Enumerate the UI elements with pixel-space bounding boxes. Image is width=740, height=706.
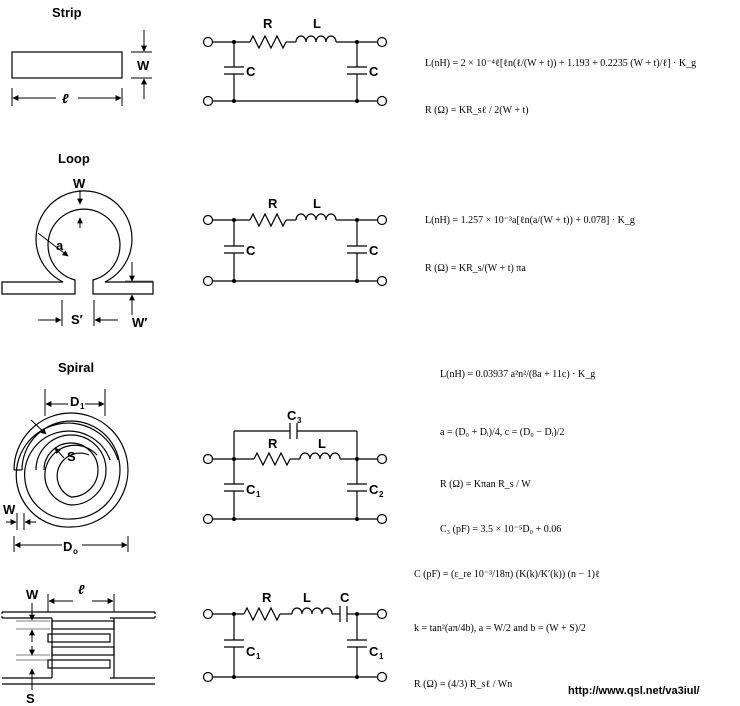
interdigital-r-label: R [262, 590, 272, 605]
loop-section: Loop W a W′ S′ [1, 151, 635, 330]
interdigital-c1b-label: C [369, 644, 379, 659]
strip-length-dimension: ℓ [11, 88, 123, 106]
terminal-icon [202, 95, 214, 107]
inductor-icon [295, 213, 337, 221]
strip-resistance-equation: R (Ω) = KR_sℓ / 2(W + t) [425, 105, 529, 116]
strip-length-label: ℓ [62, 91, 69, 106]
strip-w-label: W [137, 58, 150, 73]
interdigital-resistance-equation: R (Ω) = (4/3) R_sℓ / Wn [414, 679, 512, 690]
strip-circuit [202, 34, 388, 107]
spiral-d1-sub: 1 [80, 402, 85, 411]
inductor-icon [295, 35, 337, 43]
strip-c-left-label: C [246, 64, 256, 79]
strip-title: Strip [52, 5, 82, 20]
spiral-circuit [202, 423, 388, 525]
interdigital-capacitance-equation: C (pF) = (ε_re 10⁻³/18π) (K(k)/K′(k)) (n… [414, 569, 600, 580]
spiral-c3-equation: C₃ (pF) = 3.5 × 10⁻⁵D₀ + 0.06 [440, 524, 561, 535]
terminal-icon [202, 513, 214, 525]
interdigital-section: ℓ W S [1, 569, 600, 706]
terminal-icon [202, 671, 214, 683]
terminal-icon [376, 671, 388, 683]
spiral-c1-sub: 1 [256, 490, 261, 499]
interdigital-length-label: ℓ [78, 582, 85, 597]
interdigital-c1b-sub: 1 [379, 652, 384, 661]
spiral-d0-label: D [63, 539, 72, 554]
spiral-r-label: R [268, 436, 278, 451]
loop-s-prime-label: S′ [71, 312, 83, 327]
spiral-section: Spiral D 1 S W D o [3, 360, 595, 556]
loop-title: Loop [58, 151, 90, 166]
spiral-c1-label: C [246, 482, 256, 497]
inductor-icon [299, 452, 341, 460]
strip-section: Strip W ℓ [11, 5, 696, 116]
interdigital-c1a-label: C [246, 644, 256, 659]
strip-l-label: L [313, 16, 321, 31]
source-url: http://www.qsl.net/va3iul/ [568, 685, 700, 697]
loop-inductance-equation: L(nH) = 1.257 × 10⁻³a[ℓn(a/(W + t)) + 0.… [425, 215, 635, 226]
inductor-icon [291, 607, 333, 615]
strip-c-right-label: C [369, 64, 379, 79]
terminal-icon [376, 513, 388, 525]
strip-shape [11, 51, 123, 79]
spiral-title: Spiral [58, 360, 94, 375]
terminal-icon [202, 275, 214, 287]
terminal-icon [376, 95, 388, 107]
interdigital-c-label: C [340, 590, 350, 605]
spiral-l-label: L [318, 436, 326, 451]
interdigital-k-equation: k = tan²(aπ/4b), a = W/2 and b = (W + S)… [414, 623, 586, 634]
strip-w-dimension: W [131, 30, 152, 99]
spiral-c3-sub: 3 [297, 416, 302, 425]
interdigital-circuit [202, 606, 388, 683]
spiral-inductance-equation: L(nH) = 0.03937 a²n²/(8a + 11c) · K_g [440, 369, 595, 380]
loop-c-right-label: C [369, 243, 379, 258]
spiral-c3-label: C [287, 408, 297, 423]
interdigital-s-label: S [26, 691, 35, 706]
loop-w-label: W [73, 176, 86, 191]
interdigital-shape [1, 611, 156, 685]
loop-c-left-label: C [246, 243, 256, 258]
spiral-d0-sub: o [73, 547, 78, 556]
interdigital-l-label: L [303, 590, 311, 605]
resistor-icon [249, 34, 287, 50]
interdigital-c1a-sub: 1 [256, 652, 261, 661]
interdigital-w-label: W [26, 587, 39, 602]
terminal-icon [376, 608, 388, 620]
spiral-s-label: S [67, 449, 76, 464]
spiral-d1-label: D [70, 394, 79, 409]
terminal-icon [376, 214, 388, 226]
terminal-icon [376, 36, 388, 48]
spiral-ac-equation: a = (D₀ + Dᵢ)/4, c = (D₀ − Dᵢ)/2 [440, 427, 564, 438]
loop-shape [1, 190, 154, 295]
loop-resistance-equation: R (Ω) = KR_s/(W + t) πa [425, 263, 526, 274]
loop-a-label: a [56, 238, 64, 253]
strip-inductance-equation: L(nH) = 2 × 10⁻⁴ℓ[ℓn(ℓ/(W + t)) + 1.193 … [425, 58, 696, 69]
terminal-icon [202, 36, 214, 48]
loop-r-label: R [268, 196, 278, 211]
terminal-icon [202, 453, 214, 465]
resistor-icon [249, 212, 287, 228]
terminal-icon [376, 275, 388, 287]
spiral-c2-label: C [369, 482, 379, 497]
spiral-resistance-equation: R (Ω) = Kπan R_s / W [440, 479, 531, 490]
terminal-icon [202, 608, 214, 620]
loop-circuit [202, 212, 388, 287]
spiral-c2-sub: 2 [379, 490, 384, 499]
resistor-icon [253, 451, 291, 467]
spiral-w-label: W [3, 502, 16, 517]
terminal-icon [376, 453, 388, 465]
loop-w-prime-label: W′ [132, 315, 147, 330]
terminal-icon [202, 214, 214, 226]
spiral-shape [13, 412, 129, 528]
loop-l-label: L [313, 196, 321, 211]
strip-r-label: R [263, 16, 273, 31]
resistor-icon [243, 606, 281, 622]
